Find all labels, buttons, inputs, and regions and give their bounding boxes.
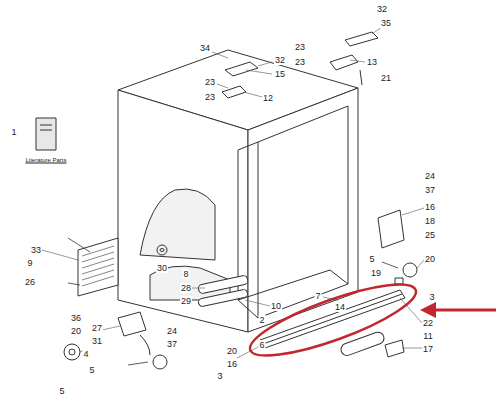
callout-number: 5 (368, 254, 375, 264)
callout-number: 32 (274, 55, 286, 65)
callout-number: 10 (270, 301, 282, 311)
callout-number: 20 (226, 346, 238, 356)
callout-number: 23 (204, 92, 216, 102)
callout-number: 24 (424, 171, 436, 181)
callout-number: 3 (216, 371, 223, 381)
callout-number: 9 (26, 258, 33, 268)
callout-number: 18 (424, 216, 436, 226)
callout-number: 30 (156, 263, 168, 273)
callout-number: 24 (166, 326, 178, 336)
callout-number: 5 (58, 386, 65, 396)
callout-number: 35 (380, 18, 392, 28)
callout-number: 33 (30, 245, 42, 255)
callout-number: 11 (422, 331, 433, 341)
callout-number: 8 (182, 269, 189, 279)
callout-number: 17 (422, 344, 434, 354)
callout-number: 7 (314, 291, 321, 301)
callout-number: 22 (422, 318, 434, 328)
callout-number: 21 (380, 73, 392, 83)
callout-number: 15 (274, 69, 286, 79)
callout-number: 16 (226, 359, 238, 369)
callout-number: 4 (82, 349, 89, 359)
callout-number: 23 (294, 42, 306, 52)
callout-number: 19 (370, 268, 382, 278)
callout-number: 12 (262, 93, 274, 103)
callout-number: 26 (24, 277, 36, 287)
callout-number: 20 (424, 254, 436, 264)
callout-number: 23 (294, 57, 306, 67)
callout-number: 37 (166, 339, 178, 349)
callout-number: 2 (258, 315, 265, 325)
callout-number: 27 (91, 323, 103, 333)
callout-number: 16 (424, 202, 436, 212)
callout-number: 13 (366, 57, 378, 67)
callout-number: 5 (88, 365, 95, 375)
callout-number: 1 (10, 127, 17, 137)
callout-number: 28 (180, 283, 192, 293)
callout-number: 32 (376, 4, 388, 14)
callout-number: 34 (199, 43, 211, 53)
callout-number: 23 (204, 77, 216, 87)
callout-number: 20 (70, 326, 82, 336)
callout-number: 25 (424, 230, 436, 240)
callout-number: 29 (180, 296, 192, 306)
part-caption: Literature Parts (24, 157, 67, 164)
callout-number: 37 (424, 185, 436, 195)
callout-number: 14 (334, 302, 346, 312)
callout-number: 3 (428, 292, 435, 302)
callout-number: 6 (258, 340, 265, 350)
callout-number: 31 (91, 336, 103, 346)
callout-number: 36 (70, 313, 82, 323)
